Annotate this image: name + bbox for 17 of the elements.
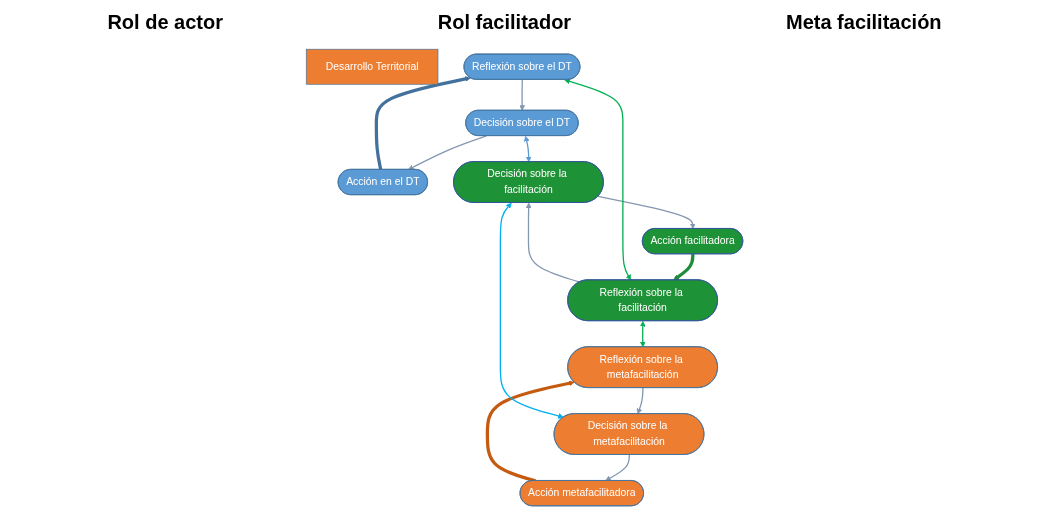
arrow [519, 79, 526, 111]
column-heading: Meta facilitación [785, 10, 942, 34]
node-box: Desarrollo Territorial [305, 48, 439, 85]
arrow [523, 135, 532, 163]
arrow [374, 76, 471, 170]
arrow [597, 195, 696, 230]
arrow [499, 202, 564, 419]
column-heading: Rol facilitador [437, 10, 572, 34]
arrow [636, 387, 644, 415]
arrow [408, 135, 487, 170]
arrow [673, 254, 695, 281]
arrow [525, 202, 581, 283]
arrow [485, 380, 575, 483]
arrow [639, 321, 646, 348]
arrow [564, 78, 632, 281]
column-heading: Rol de actor [107, 10, 223, 34]
arrow [605, 454, 630, 482]
